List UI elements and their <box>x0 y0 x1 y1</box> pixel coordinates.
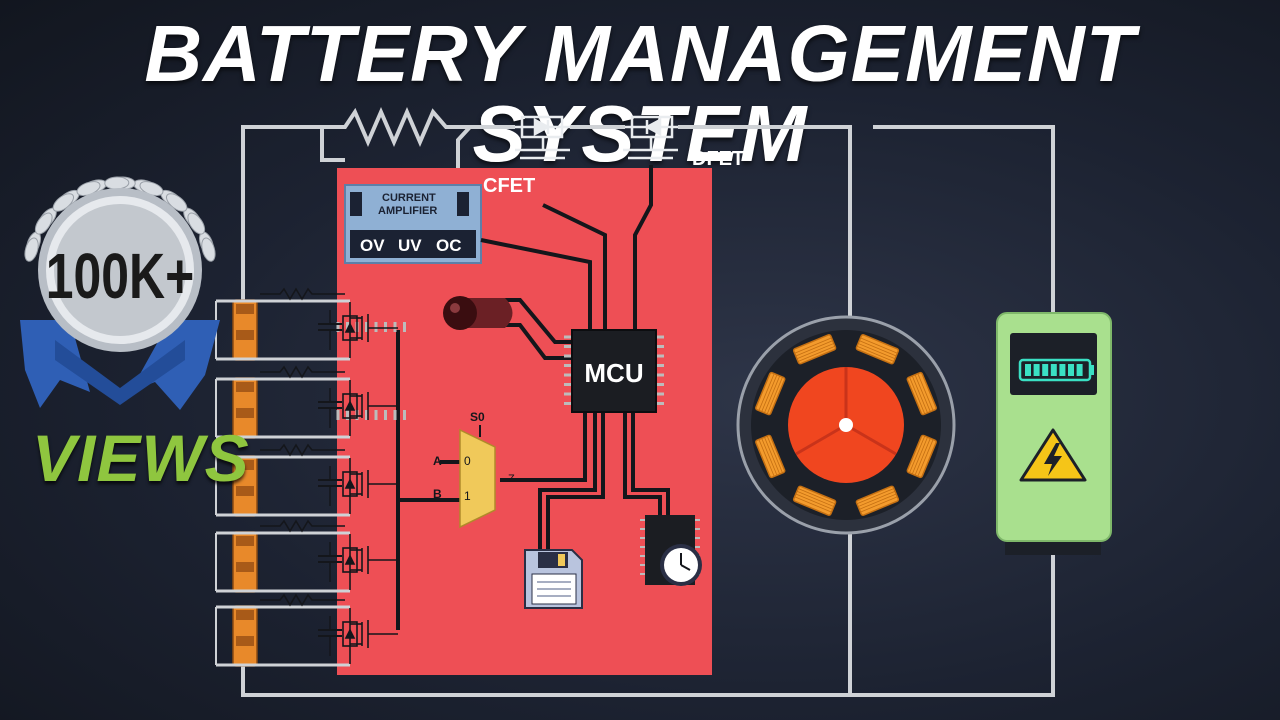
motor-coil <box>906 371 937 416</box>
high-voltage-icon <box>1019 428 1087 482</box>
shunt-resistor-icon <box>322 106 470 148</box>
mux-index-0-label: 0 <box>464 454 471 468</box>
page-title: BATTERY MANAGEMENT SYSTEM <box>144 9 1136 178</box>
battery-cell <box>215 593 398 667</box>
current-amplifier-label-1: CURRENT <box>382 192 436 204</box>
cfet-label: CFET <box>483 175 535 197</box>
clock-chip-icon <box>640 515 702 586</box>
dfet-mosfet-icon <box>623 115 678 160</box>
charger-icon <box>996 312 1112 555</box>
view-badge-icon: 100K+ <box>20 176 220 410</box>
battery-cell <box>215 287 398 361</box>
battery-cell <box>215 519 398 593</box>
mosfet-icon <box>342 608 398 664</box>
cfet-mosfet-icon <box>515 115 570 160</box>
motor-coil <box>792 485 837 516</box>
resistor-icon <box>260 365 345 379</box>
mcu-chip: MCU <box>336 322 664 420</box>
mcu-label: MCU <box>584 358 643 388</box>
resistor-icon <box>260 519 345 533</box>
motor-coil <box>755 434 786 479</box>
thermistor-icon <box>443 296 513 330</box>
motor-coil <box>855 334 900 365</box>
current-amplifier-label-2: AMPLIFIER <box>378 205 437 217</box>
battery-level-icon <box>1018 358 1094 382</box>
mosfet-icon <box>342 458 398 514</box>
floppy-disk-icon <box>524 549 583 609</box>
multiplexer: S0 A B 0 1 Z <box>433 410 515 529</box>
mux-input-a-label: A <box>433 454 442 468</box>
motor-icon <box>736 315 956 535</box>
mux-input-b-label: B <box>433 487 442 501</box>
power-wires <box>241 125 1055 697</box>
ov-label: OV <box>360 236 385 255</box>
resistor-icon <box>260 593 345 607</box>
current-amplifier: CURRENT AMPLIFIER OV UV OC <box>344 184 482 264</box>
motor-coil <box>792 334 837 365</box>
uv-label: UV <box>398 236 422 255</box>
mux-output-label: Z <box>508 473 515 485</box>
battery-cell <box>215 365 398 439</box>
view-count: 100K+ <box>46 241 194 312</box>
dfet-label: DFET <box>692 148 744 170</box>
mosfet-icon <box>342 534 398 590</box>
mosfet-icon <box>342 302 398 358</box>
motor-coil <box>755 371 786 416</box>
oc-label: OC <box>436 236 462 255</box>
mux-index-1-label: 1 <box>464 489 471 503</box>
mux-select-label: S0 <box>470 410 485 424</box>
battery-cell <box>215 443 398 517</box>
motor-coil <box>855 485 900 516</box>
motor-coil <box>906 434 937 479</box>
cell-stack <box>215 287 398 667</box>
mosfet-icon <box>342 380 398 436</box>
views-caption: VIEWS <box>32 421 250 495</box>
resistor-icon <box>260 287 345 301</box>
resistor-icon <box>260 443 345 457</box>
